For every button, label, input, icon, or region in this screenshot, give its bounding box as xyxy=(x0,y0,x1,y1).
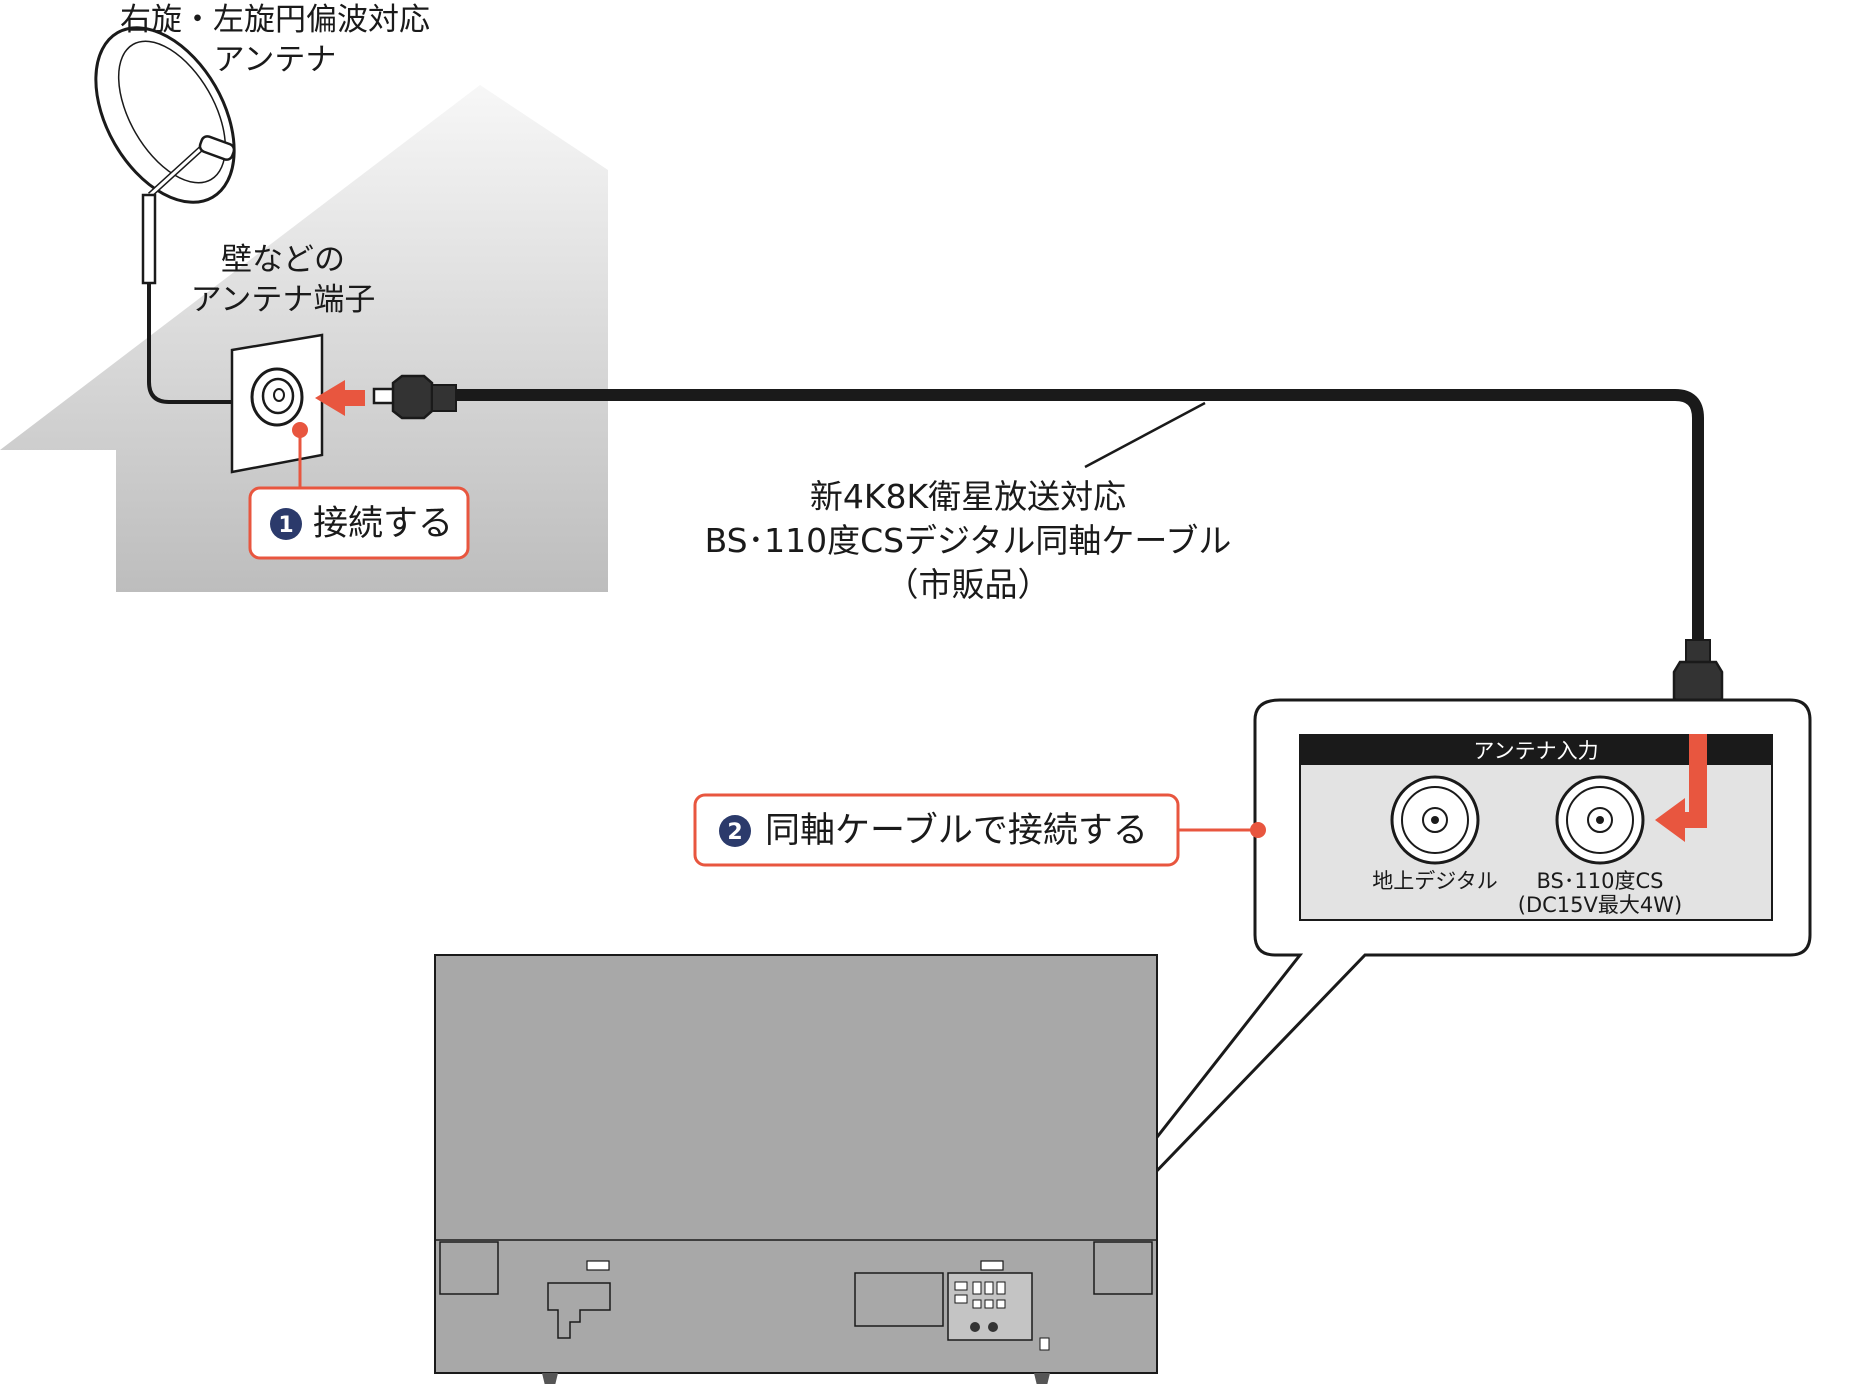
coaxial-cable xyxy=(456,389,1704,640)
satellite-dish-icon xyxy=(94,26,236,285)
step1-badge: 1 接続する xyxy=(248,486,470,560)
antenna-label-line2: アンテナ xyxy=(214,42,337,78)
wall-terminal-label-line1: 壁などの xyxy=(221,242,345,278)
step2-pointer-dot xyxy=(1250,822,1266,838)
cable-label-line3: （市販品） xyxy=(886,565,1051,604)
wall-antenna-terminal xyxy=(230,333,324,474)
antenna-label-line1: 右旋・左旋円偏波対応 xyxy=(120,2,430,38)
tv-rear-view xyxy=(434,954,1158,1384)
wall-terminal-label-line2: アンテナ端子 xyxy=(191,282,376,318)
step2-badge: 2 同軸ケーブルで接続する xyxy=(693,793,1180,867)
step1-number: 1 xyxy=(278,513,293,538)
cable-label-line1: 新4K8K衛星放送対応 xyxy=(810,477,1126,516)
port-terrestrial-label: 地上デジタル xyxy=(1372,869,1498,893)
dish-to-wall-cable xyxy=(147,283,235,404)
cable-label-line2: BS･110度CSデジタル同軸ケーブル xyxy=(705,521,1232,560)
port-bs-label-line2: (DC15V最大4W) xyxy=(1518,893,1682,917)
step1-text: 接続する xyxy=(313,504,453,544)
insert-arrow-icon xyxy=(315,380,365,416)
port-bs-label-line1: BS･110度CS xyxy=(1537,869,1664,893)
step2-number: 2 xyxy=(727,820,742,845)
step2-text: 同軸ケーブルで接続する xyxy=(765,811,1148,851)
panel-title: アンテナ入力 xyxy=(1473,739,1598,763)
bs-port-arrow-icon xyxy=(1655,734,1707,842)
